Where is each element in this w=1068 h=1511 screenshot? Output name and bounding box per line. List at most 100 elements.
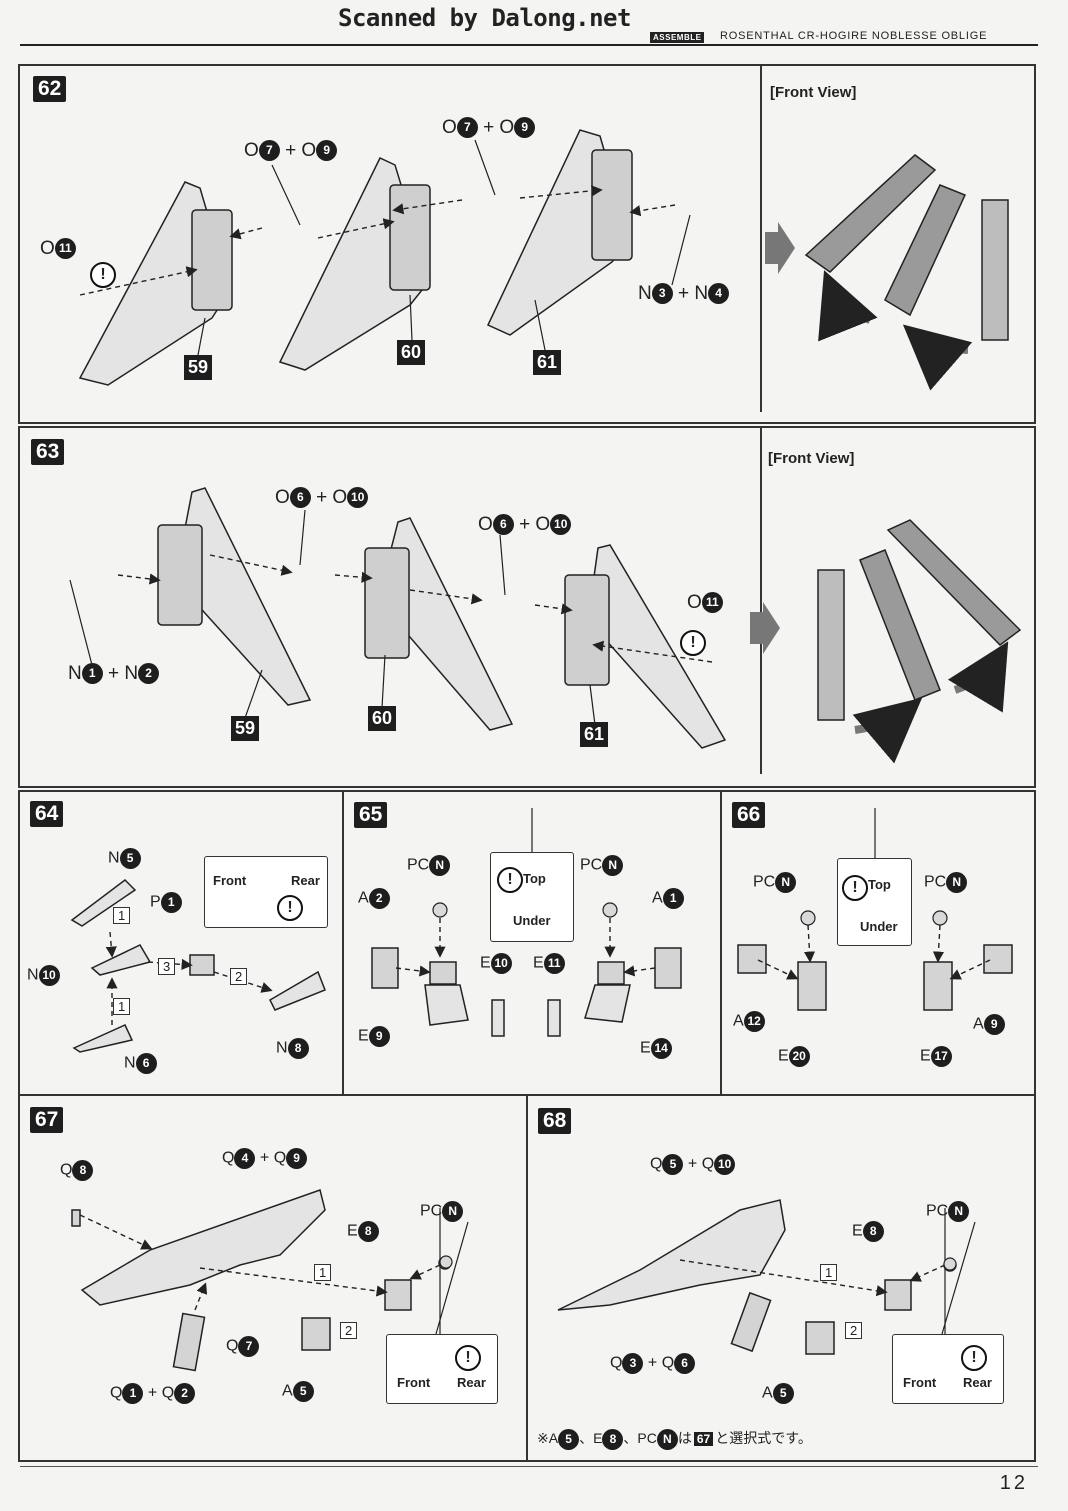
caution-icon: ! bbox=[680, 630, 706, 656]
caution-icon: ! bbox=[90, 262, 116, 288]
wing-part-61-b bbox=[564, 544, 727, 749]
assemble-tag: ASSEMBLE bbox=[650, 32, 705, 43]
wing-part-60-b bbox=[364, 517, 514, 731]
step-number-64: 64 bbox=[30, 801, 64, 827]
page-number: 12 bbox=[999, 1472, 1028, 1494]
footer-rule bbox=[20, 1466, 1038, 1467]
seq-step-2: 2 bbox=[230, 968, 248, 985]
part-59-label: 59 bbox=[184, 355, 213, 380]
seq-step-2: 2 bbox=[340, 1322, 358, 1339]
seq-step-3: 3 bbox=[158, 958, 176, 975]
part-61-label: 61 bbox=[533, 350, 562, 375]
caution-icon: ! bbox=[842, 875, 868, 901]
scan-credit: Scanned by Dalong.net bbox=[338, 4, 631, 32]
step-63-panel bbox=[18, 426, 1036, 788]
seq-step-1: 1 bbox=[113, 907, 131, 924]
wing-part-60 bbox=[278, 157, 431, 371]
wing-part-59 bbox=[78, 181, 233, 386]
part-59-label: 59 bbox=[231, 716, 260, 741]
front-rear-callout-67: ! Front Rear bbox=[386, 1334, 498, 1404]
top-under-callout-66: ! Top Under bbox=[837, 858, 912, 946]
caution-icon: ! bbox=[455, 1345, 481, 1371]
step-number-67: 67 bbox=[30, 1107, 64, 1133]
front-view-divider-63 bbox=[760, 428, 762, 774]
part-60-label: 60 bbox=[368, 706, 397, 731]
step-number-68: 68 bbox=[538, 1108, 572, 1134]
step-number-65: 65 bbox=[354, 802, 388, 828]
caution-icon: ! bbox=[277, 895, 303, 921]
rifle-67 bbox=[71, 1189, 452, 1372]
step-number-62: 62 bbox=[33, 76, 67, 102]
rifle-68 bbox=[557, 1199, 957, 1355]
hand-right-65 bbox=[547, 947, 682, 1037]
top-under-callout-65: ! Top Under bbox=[490, 852, 574, 942]
seq-step-1: 1 bbox=[113, 998, 131, 1015]
seq-step-2: 2 bbox=[845, 1322, 863, 1339]
front-view-62-assembly bbox=[804, 154, 1009, 341]
model-name: ROSENTHAL CR-HOGIRE NOBLESSE OBLIGE bbox=[720, 30, 988, 42]
wing-part-59-b bbox=[157, 487, 312, 706]
caution-icon: ! bbox=[961, 1345, 987, 1371]
part-60-label: 60 bbox=[397, 340, 426, 365]
step-68-panel bbox=[526, 1094, 1036, 1462]
front-rear-callout-64: Front Rear ! bbox=[204, 856, 328, 928]
caution-icon: ! bbox=[497, 867, 523, 893]
front-view-63-assembly bbox=[817, 519, 1022, 721]
front-rear-callout-68: ! Front Rear bbox=[892, 1334, 1004, 1404]
hand-left-65 bbox=[371, 947, 505, 1037]
wing-part-61 bbox=[486, 129, 633, 336]
step-number-66: 66 bbox=[732, 802, 766, 828]
header-rule bbox=[20, 44, 1038, 46]
step-number-63: 63 bbox=[31, 439, 65, 465]
step-ref-67: 67 bbox=[693, 1432, 714, 1446]
front-view-divider-62 bbox=[760, 66, 762, 412]
seq-step-1: 1 bbox=[820, 1264, 838, 1281]
seq-step-1: 1 bbox=[314, 1264, 332, 1281]
part-61-label: 61 bbox=[580, 722, 609, 747]
step-62-panel bbox=[18, 64, 1036, 424]
front-view-title-62: [Front View] bbox=[770, 84, 857, 101]
front-view-title-63: [Front View] bbox=[768, 450, 855, 467]
